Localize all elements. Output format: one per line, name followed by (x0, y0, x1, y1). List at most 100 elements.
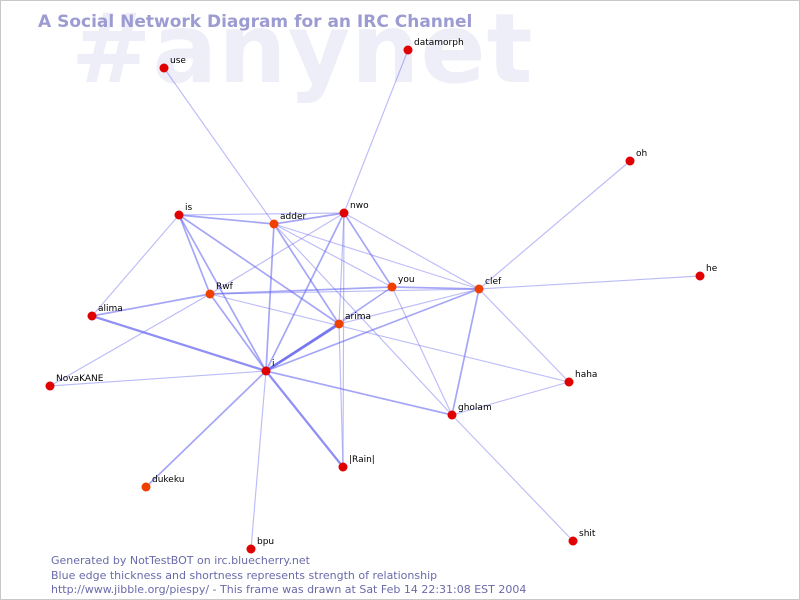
node-dot (339, 208, 349, 218)
node-dot (447, 410, 457, 420)
edge-Rwf-clef (209, 288, 480, 295)
node-dot (261, 366, 271, 376)
node-dot (403, 45, 413, 55)
node-label: NovaKANE (56, 374, 104, 384)
edge-is-Rwf (178, 214, 211, 295)
edge-nwo-i (265, 212, 345, 372)
edge-nwo-arima (338, 212, 345, 325)
edge-nwo-you (343, 212, 393, 288)
node-shit: shit (568, 529, 596, 546)
edge-Rwf-haha (209, 293, 570, 383)
node-dot (246, 544, 256, 554)
node-label: arima (345, 312, 371, 322)
node-dot (474, 284, 484, 294)
node-adder: adder (269, 212, 306, 229)
node-dot (174, 210, 184, 220)
node-label: |Rain| (349, 455, 375, 465)
edge-nwo-Rain (342, 212, 345, 468)
node-he: he (695, 264, 718, 281)
edge-gholam-shit (451, 414, 574, 542)
node-is: is (174, 203, 193, 220)
edge-clef-i (265, 288, 480, 372)
node-dot (45, 381, 55, 391)
edge-adder-i (265, 223, 275, 372)
node-dot (334, 319, 344, 329)
node-label: is (185, 203, 193, 213)
edge-Rwf-alima (91, 293, 211, 317)
node-Rain: |Rain| (338, 455, 375, 472)
node-gholam: gholam (447, 403, 492, 420)
node-alima: alima (87, 304, 123, 321)
edge-clef-haha (478, 288, 570, 383)
node-label: clef (485, 277, 502, 287)
edge-arima-Rain (338, 323, 344, 468)
edge-you-clef (391, 286, 480, 290)
node-label: oh (636, 149, 647, 159)
edge-is-arima (178, 214, 340, 325)
edge-oh-clef (478, 160, 631, 290)
node-label: dukeku (152, 475, 184, 485)
node-arima: arima (334, 312, 371, 329)
node-dot (625, 156, 635, 166)
edge-you-gholam (391, 286, 453, 416)
node-clef: clef (474, 277, 502, 294)
channel-watermark: #anynet (71, 0, 534, 105)
node-label: haha (575, 370, 597, 380)
edge-datamorph-nwo (343, 49, 409, 214)
node-dot (269, 219, 279, 229)
footer-generated-by: Generated by NotTestBOT on irc.bluecherr… (51, 554, 310, 567)
edge-clef-gholam (451, 288, 480, 416)
node-dot (387, 282, 397, 292)
edges-layer (49, 49, 701, 550)
node-use: use (159, 56, 186, 73)
edge-i-dukeku (145, 370, 267, 488)
edge-adder-arima (273, 223, 340, 325)
node-Rwf: Rwf (205, 282, 234, 299)
node-label: adder (280, 212, 306, 222)
node-label: datamorph (414, 38, 464, 48)
node-NovaKANE: NovaKANE (45, 374, 104, 391)
node-label: alima (98, 304, 123, 314)
node-nwo: nwo (339, 201, 369, 218)
node-dot (205, 289, 215, 299)
edge-arima-clef (338, 288, 480, 325)
node-label: shit (579, 529, 596, 539)
edge-arima-you (338, 286, 393, 325)
edge-Rwf-you (209, 286, 393, 295)
node-label: bpu (257, 537, 274, 547)
node-dot (568, 536, 578, 546)
node-label: nwo (350, 201, 369, 211)
edge-he-clef (478, 275, 701, 290)
edge-is-nwo (178, 212, 345, 216)
node-label: you (398, 275, 415, 285)
node-dot (87, 311, 97, 321)
node-dot (338, 462, 348, 472)
edge-i-Rain (264, 369, 345, 469)
node-label: he (706, 264, 718, 274)
node-dot (141, 482, 151, 492)
edge-adder-clef (273, 223, 480, 290)
edge-use-adder (163, 67, 275, 225)
edge-adder-you (273, 223, 393, 288)
node-datamorph: datamorph (403, 38, 464, 55)
edge-you-i (265, 286, 393, 372)
node-label: Rwf (216, 282, 234, 292)
node-haha: haha (564, 370, 597, 387)
node-dot (159, 63, 169, 73)
node-i: i (261, 359, 275, 376)
edge-Rwf-i (209, 293, 267, 372)
edge-is-alima (91, 214, 180, 317)
edge-gholam-haha (451, 381, 570, 416)
node-oh: oh (625, 149, 647, 166)
footer: Generated by NotTestBOT on irc.bluecherr… (51, 554, 526, 598)
edge-is-adder (178, 214, 275, 225)
edge-arima-i (264, 322, 341, 373)
node-you: you (387, 275, 415, 292)
edge-nwo-Rwf (209, 212, 345, 295)
node-dot (564, 377, 574, 387)
edge-Rwf-NovaKANE (49, 293, 211, 387)
footer-legend-note: Blue edge thickness and shortness repres… (51, 568, 438, 582)
